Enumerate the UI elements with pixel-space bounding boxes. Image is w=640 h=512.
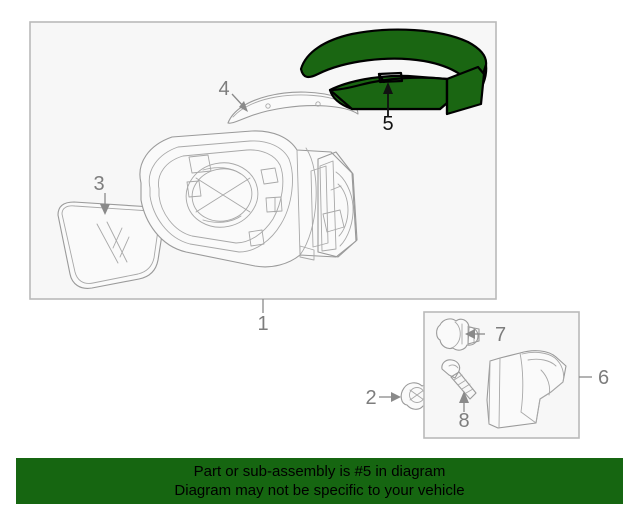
flange-bolt-part bbox=[436, 318, 480, 351]
part-notice-banner: Part or sub-assembly is #5 in diagram Di… bbox=[16, 458, 623, 504]
callout-5-leader bbox=[383, 82, 393, 116]
mirror-glass-part bbox=[57, 201, 165, 289]
mirror-housing-assembly bbox=[139, 130, 358, 268]
callout-4-leader bbox=[231, 93, 248, 112]
callout-label-6: 6 bbox=[598, 367, 609, 389]
callout-7-leader bbox=[465, 329, 485, 339]
callout-label-3: 3 bbox=[93, 173, 104, 195]
callout-label-2: 2 bbox=[365, 387, 376, 409]
lower-cover-bracket-part bbox=[486, 350, 567, 429]
callout-label-1: 1 bbox=[257, 313, 268, 335]
callout-label-7: 7 bbox=[495, 324, 506, 346]
callout-2-leader bbox=[379, 392, 401, 402]
callout-8-leader bbox=[459, 391, 469, 412]
callout-label-8: 8 bbox=[458, 410, 469, 432]
screw-part bbox=[441, 359, 477, 400]
callout-3-leader bbox=[100, 193, 110, 215]
callout-label-5: 5 bbox=[382, 113, 393, 135]
banner-line-2: Diagram may not be specific to your vehi… bbox=[174, 482, 465, 499]
banner-line-1: Part or sub-assembly is #5 in diagram bbox=[193, 463, 446, 480]
callout-label-4: 4 bbox=[218, 78, 229, 100]
